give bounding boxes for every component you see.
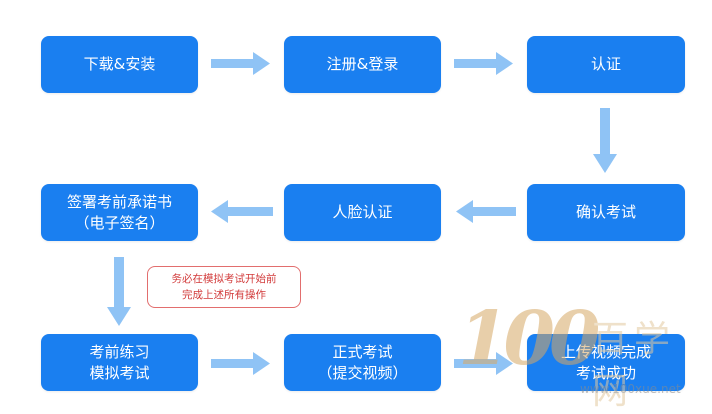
watermark-url: www.100xue.net — [580, 382, 681, 396]
step-label: 认证 — [590, 55, 621, 73]
arrow-register-to-certify — [454, 52, 513, 75]
warning-note: 务必在模拟考试开始前 完成上述所有操作 — [147, 266, 301, 308]
step-label-line2: 模拟考试 — [89, 363, 150, 382]
arrow-face-to-sign — [211, 200, 273, 223]
arrow-download-to-register — [211, 52, 270, 75]
watermark-logo: 100 百学网 www.100xue.net — [440, 296, 712, 414]
step-label-line1: 签署考前承诺书 — [66, 192, 172, 211]
step-register-login: 注册&登录 — [284, 36, 441, 93]
step-sign-commitment: 签署考前承诺书 （电子签名） — [41, 184, 198, 241]
step-face-certify: 人脸认证 — [284, 184, 441, 241]
arrow-sign-to-practice — [107, 257, 131, 326]
step-label-line1: 正式考试 — [332, 342, 393, 361]
step-confirm-exam: 确认考试 — [527, 184, 685, 241]
step-download-install: 下载&安装 — [41, 36, 198, 93]
step-label: 下载&安装 — [83, 55, 156, 73]
watermark-text: 百学网 — [592, 319, 677, 412]
arrow-confirm-to-face — [456, 200, 516, 223]
step-label: 人脸认证 — [332, 203, 393, 221]
step-label-line2: （提交视频） — [317, 363, 408, 382]
step-certify: 认证 — [527, 36, 685, 93]
step-label: 确认考试 — [575, 203, 636, 221]
watermark-number: 100 — [458, 296, 600, 382]
step-upload-video: 上传视频完成 考试成功 — [527, 334, 685, 391]
arrow-certify-to-confirm — [593, 108, 617, 173]
step-label-line1: 考前练习 — [89, 342, 150, 361]
arrow-formal-to-upload — [454, 352, 513, 375]
arrow-practice-to-formal — [211, 352, 270, 375]
step-label: 注册&登录 — [326, 55, 399, 73]
note-line1: 务必在模拟考试开始前 — [171, 273, 277, 285]
step-label-line2: （电子签名） — [74, 213, 165, 232]
step-formal-exam: 正式考试 （提交视频） — [284, 334, 441, 391]
step-label-line2: 考试成功 — [575, 363, 636, 382]
step-practice: 考前练习 模拟考试 — [41, 334, 198, 391]
note-line2: 完成上述所有操作 — [182, 289, 266, 301]
step-label-line1: 上传视频完成 — [560, 342, 651, 361]
